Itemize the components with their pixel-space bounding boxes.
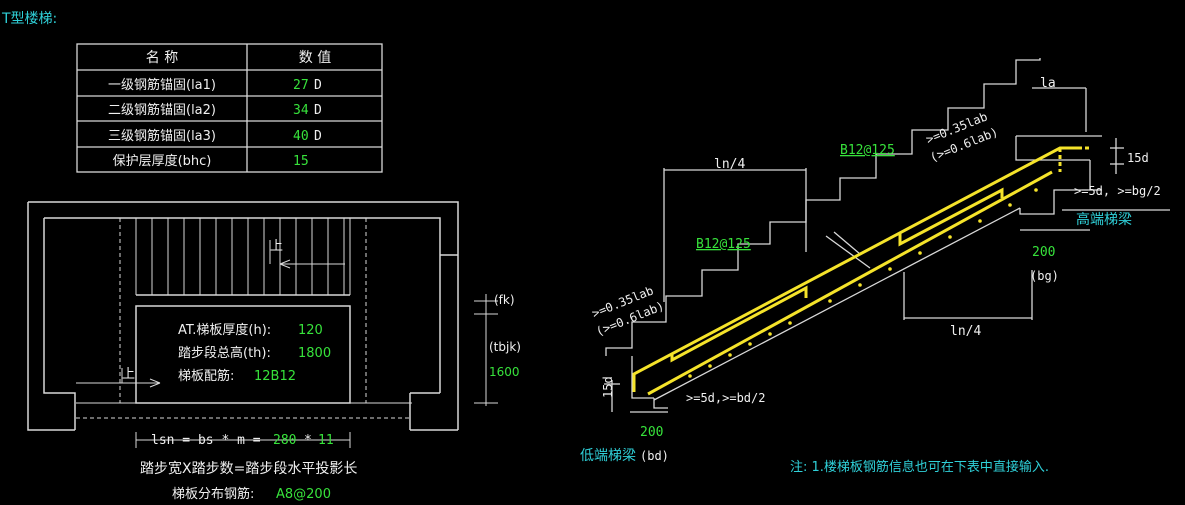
- section-view: [604, 58, 1170, 413]
- fk-label: (fk): [494, 293, 515, 307]
- table-row-name: 保护层厚度(bhc): [113, 153, 212, 169]
- table-row-name: 二级钢筋锚固(la2): [108, 102, 216, 118]
- plan-up-label-top: 上: [270, 239, 283, 254]
- lsn-bs-value[interactable]: 280: [273, 433, 296, 448]
- rebar-label: 梯板配筋:: [178, 368, 234, 384]
- table-row-unit: D: [314, 103, 322, 118]
- table-header-name: 名 称: [146, 50, 178, 66]
- total-height-value[interactable]: 1800: [298, 346, 331, 361]
- table-row-value[interactable]: 34: [293, 103, 309, 118]
- thickness-value[interactable]: 120: [298, 323, 323, 338]
- plan-view: [27, 201, 459, 431]
- tbjk-label: (tbjk): [489, 340, 521, 354]
- table-row-name: 一级钢筋锚固(la1): [108, 77, 216, 93]
- rebar-mid-label[interactable]: B12@125: [696, 237, 751, 252]
- low-end-width[interactable]: 200: [640, 425, 663, 440]
- high-end-width[interactable]: 200: [1032, 245, 1055, 260]
- rebar-value[interactable]: 12B12: [254, 369, 296, 384]
- rebar-lines: [632, 146, 1090, 396]
- table-row-unit: D: [314, 78, 322, 93]
- d15-right-label: 15d: [1127, 151, 1149, 165]
- table-row-value[interactable]: 40: [293, 129, 309, 144]
- ln4-top-label: ln/4: [714, 157, 745, 172]
- table-row-name: 三级钢筋锚固(la3): [108, 128, 216, 144]
- total-height-label: 踏步段总高(th):: [178, 345, 271, 361]
- lsn-times: *: [304, 433, 312, 448]
- la-label: la: [1040, 76, 1056, 91]
- params-table: [76, 43, 383, 173]
- low-end-bd: (bd): [640, 449, 669, 463]
- plan-treads: [76, 218, 498, 448]
- note-text: 注: 1.楼梯板钢筋信息也可在下表中直接输入.: [790, 459, 1049, 475]
- high-end-beam-label: 高端梯梁: [1076, 211, 1132, 228]
- lsn-label: lsn = bs * m =: [151, 433, 261, 448]
- rebar-dots: [688, 188, 1038, 378]
- d15-left-label: 15d: [601, 376, 615, 398]
- dist-rebar-label: 梯板分布钢筋:: [172, 486, 254, 502]
- low-end-beam-label: 低端梯梁: [580, 448, 636, 464]
- rebar-top-label[interactable]: B12@125: [840, 143, 895, 158]
- tbjk-value[interactable]: 1600: [489, 365, 520, 379]
- ln4-bottom-label: ln/4: [950, 324, 981, 339]
- plan-up-label-bottom: 上: [122, 367, 135, 382]
- table-header-value: 数 值: [299, 50, 331, 66]
- high-end-condition: >=5d, >=bg/2: [1074, 184, 1161, 198]
- table-row-value[interactable]: 27: [293, 78, 309, 93]
- thickness-label: AT.梯板厚度(h):: [178, 322, 271, 338]
- lsn-m-value[interactable]: 11: [318, 433, 334, 448]
- formula-text: 踏步宽X踏步数=踏步段水平投影长: [140, 460, 357, 477]
- dist-rebar-value[interactable]: A8@200: [276, 487, 331, 502]
- table-row-unit: D: [314, 129, 322, 144]
- low-end-condition: >=5d,>=bd/2: [686, 391, 765, 405]
- table-row-value[interactable]: 15: [293, 154, 309, 169]
- high-end-bg: (bg): [1030, 269, 1059, 283]
- page-title: T型楼梯:: [1, 11, 57, 27]
